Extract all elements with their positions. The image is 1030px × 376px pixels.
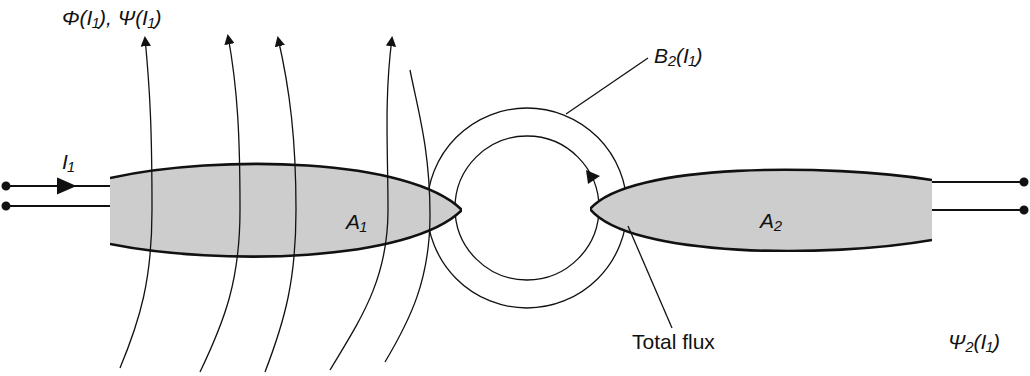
- area-label: A₂: [760, 209, 782, 232]
- loop-a1: A₁: [110, 160, 462, 260]
- loop-outline: [110, 160, 462, 260]
- area-label: A₁: [346, 210, 367, 233]
- flux-label: Φ(I₁), Ψ(I₁): [62, 6, 162, 29]
- current-label: I₁: [62, 150, 74, 173]
- total-flux-note: Total flux: [632, 330, 715, 353]
- linkage-label: Ψ₂(I₁): [948, 330, 1000, 353]
- field-label: B₂(I₁): [654, 44, 702, 67]
- loop-a2: A₂: [590, 166, 932, 252]
